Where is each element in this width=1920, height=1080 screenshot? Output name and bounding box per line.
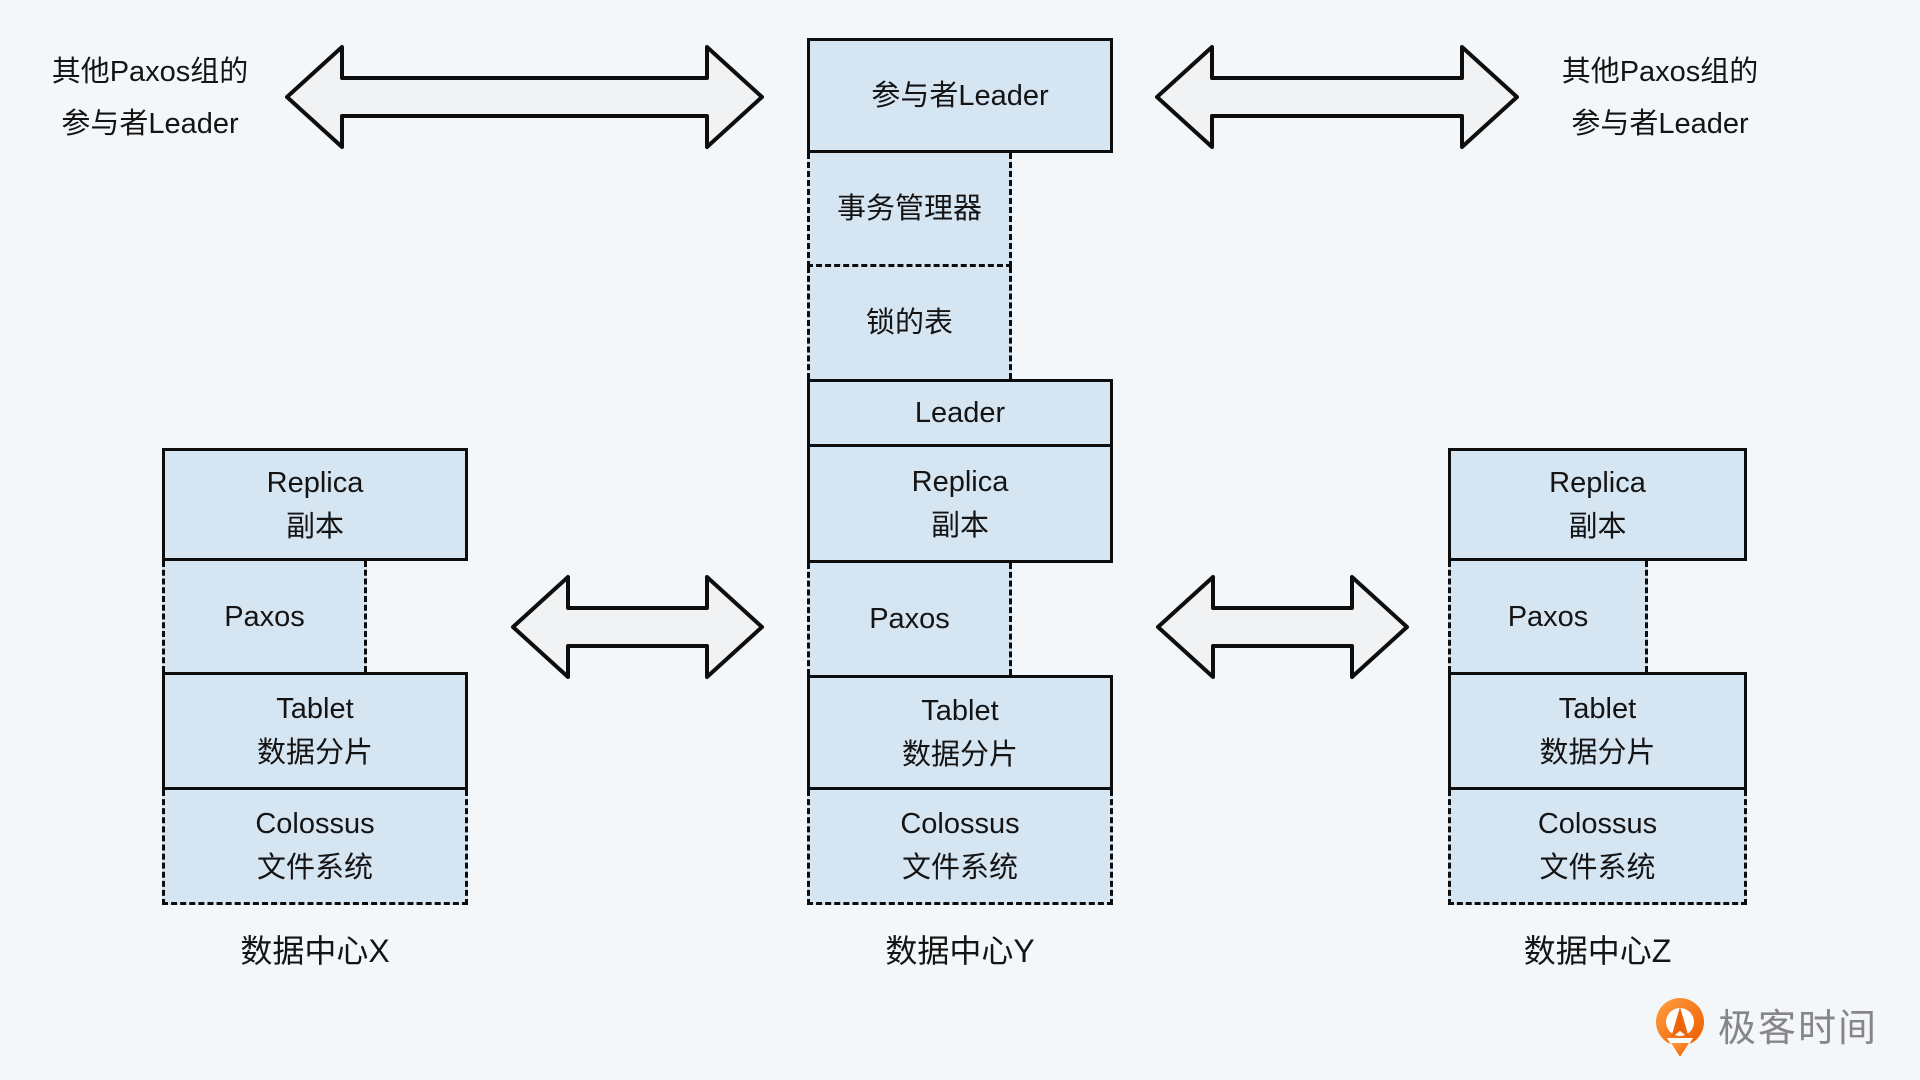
box-label: 数据分片	[901, 738, 1018, 771]
box-label: Colossus	[900, 808, 1020, 840]
double-arrow-top-left	[285, 45, 764, 149]
double-arrow-middle-right	[1156, 575, 1409, 679]
box-replica-center: Replica 副本	[807, 447, 1113, 563]
box-label: 副本	[285, 510, 344, 543]
label-other-paxos-group-right: 其他Paxos组的 参与者Leader	[1530, 46, 1790, 150]
geektime-logo: 极客时间	[1655, 997, 1878, 1061]
box-label: Leader	[914, 397, 1006, 429]
box-label: Colossus	[255, 808, 375, 840]
box-paxos-left: Paxos	[162, 561, 367, 672]
box-transaction-manager: 事务管理器	[807, 153, 1012, 267]
box-label: Paxos	[1507, 600, 1589, 633]
box-tablet-center: Tablet 数据分片	[807, 675, 1113, 790]
double-arrow-middle-left	[511, 575, 764, 679]
label-line: 其他Paxos组的	[1561, 56, 1759, 88]
label-datacenter-z: 数据中心Z	[1523, 933, 1672, 969]
label-line: 参与者Leader	[1571, 108, 1749, 140]
box-label: Replica	[1549, 466, 1646, 499]
box-label: 事务管理器	[836, 192, 982, 225]
box-paxos-center: Paxos	[807, 563, 1012, 675]
box-tablet-right: Tablet 数据分片	[1448, 672, 1747, 790]
label-datacenter-y: 数据中心Y	[885, 933, 1035, 969]
box-label: 文件系统	[901, 852, 1018, 884]
box-label: 参与者Leader	[871, 79, 1049, 112]
double-arrow-top-right	[1155, 45, 1519, 149]
box-colossus-left: Colossus 文件系统	[162, 790, 468, 905]
box-leader-center: Leader	[807, 379, 1113, 447]
box-label: Tablet	[1558, 693, 1637, 725]
box-participant-leader: 参与者Leader	[807, 38, 1113, 153]
box-replica-left: Replica 副本	[162, 448, 468, 561]
label-datacenter-x: 数据中心X	[240, 933, 390, 969]
box-label: 文件系统	[1539, 852, 1656, 884]
box-colossus-right: Colossus 文件系统	[1448, 790, 1747, 905]
geektime-logo-text: 极客时间	[1718, 1008, 1879, 1050]
box-label: 文件系统	[256, 852, 373, 884]
label-other-paxos-group-left: 其他Paxos组的 参与者Leader	[20, 46, 280, 150]
box-label: 副本	[930, 509, 989, 542]
box-label: Colossus	[1537, 808, 1658, 840]
box-label: 数据分片	[256, 737, 373, 769]
box-replica-right: Replica 副本	[1448, 448, 1747, 561]
box-label: Tablet	[921, 694, 999, 727]
box-label: Replica	[266, 466, 364, 499]
box-colossus-center: Colossus 文件系统	[807, 790, 1113, 905]
box-label: Tablet	[276, 693, 354, 725]
box-label: Replica	[911, 465, 1009, 498]
box-lock-table: 锁的表	[807, 267, 1012, 379]
label-line: 参与者Leader	[61, 108, 239, 140]
box-label: Paxos	[224, 600, 305, 633]
box-label: Paxos	[869, 603, 950, 635]
box-label: 副本	[1568, 510, 1627, 543]
box-label: 锁的表	[865, 307, 953, 339]
geektime-logo-icon	[1656, 998, 1704, 1060]
box-paxos-right: Paxos	[1448, 561, 1648, 672]
box-tablet-left: Tablet 数据分片	[162, 672, 468, 790]
label-line: 其他Paxos组的	[51, 56, 249, 88]
box-label: 数据分片	[1539, 737, 1656, 769]
